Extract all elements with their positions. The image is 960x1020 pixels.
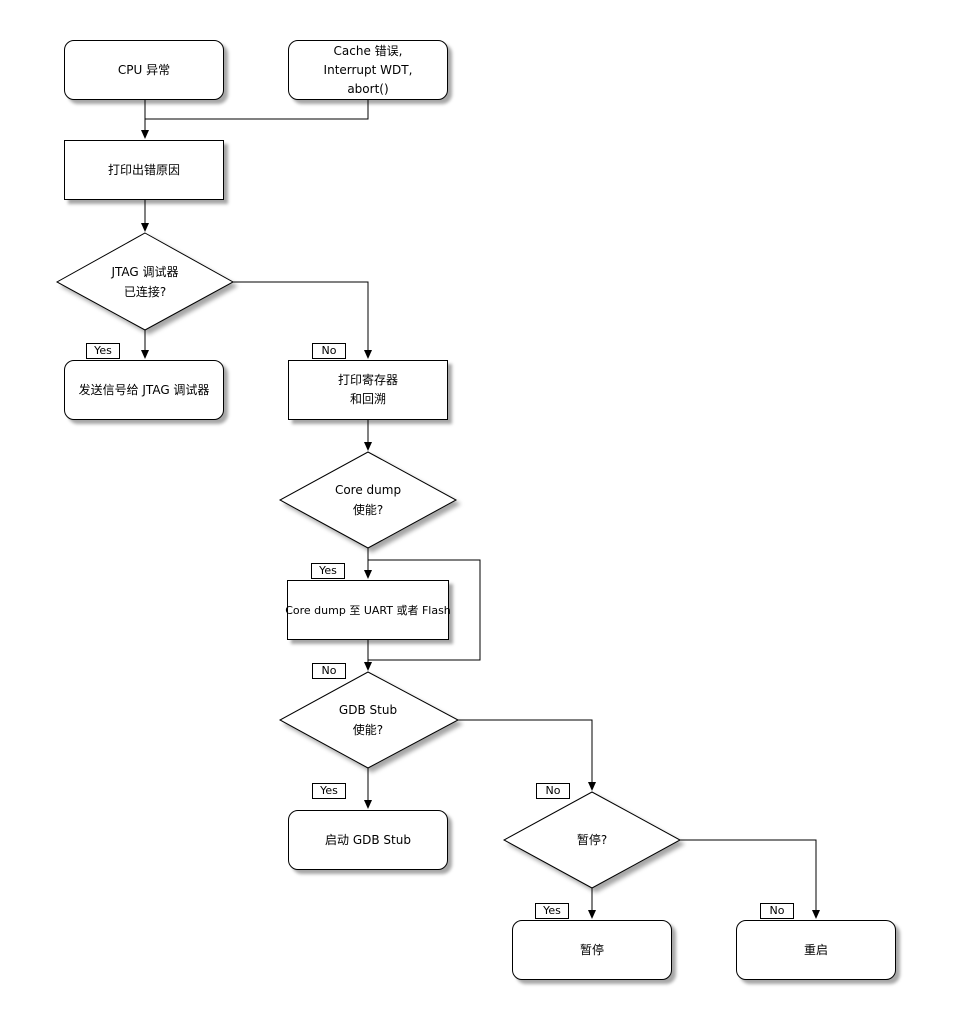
diamond-coredump-line1: Core dump xyxy=(334,483,402,497)
diamond-coredump-line2: 使能? xyxy=(352,503,384,517)
edge-label-halted-no: No xyxy=(760,903,794,919)
node-cache-error: Cache 错误, Interrupt WDT, abort() xyxy=(288,40,448,100)
node-halt: 暂停 xyxy=(512,920,672,980)
diamond-coredump-enabled xyxy=(278,451,458,549)
edge-coredump-no-bypass xyxy=(368,559,481,661)
diamond-halted-line1: 暂停? xyxy=(576,833,608,847)
diamond-gdbstub-enabled xyxy=(278,671,460,769)
edge-label-coredump-no: No xyxy=(312,663,346,679)
diamond-gdbstub-enabled-label: GDB Stub 使能? xyxy=(339,700,397,740)
edge-halted-no-to-reboot xyxy=(680,839,820,919)
diamond-jtag-connected-label: JTAG 调试器 已连接? xyxy=(111,262,178,302)
node-cache-error-line3: abort() xyxy=(347,81,389,96)
edge-jtag-no-to-print-registers xyxy=(233,281,372,359)
node-signal-jtag: 发送信号给 JTAG 调试器 xyxy=(64,360,224,420)
node-start-gdbstub: 启动 GDB Stub xyxy=(288,810,448,870)
node-coredump-out: Core dump 至 UART 或者 Flash xyxy=(285,580,451,640)
edge-label-gdbstub-no: No xyxy=(536,783,570,799)
diamond-halted-label: 暂停? xyxy=(577,830,607,850)
node-halt-label: 暂停 xyxy=(579,942,604,957)
edge-label-halted-yes: Yes xyxy=(535,903,569,919)
node-reboot: 重启 xyxy=(736,920,896,980)
diamond-halted xyxy=(502,791,682,889)
node-print-registers-line2: 和回溯 xyxy=(349,392,386,406)
edge-label-jtag-no: No xyxy=(312,343,346,359)
diamond-gdbstub-line2: 使能? xyxy=(352,723,384,737)
edge-cache-to-junction xyxy=(145,100,369,120)
edge-label-coredump-yes: Yes xyxy=(311,563,345,579)
edge-label-gdbstub-yes: Yes xyxy=(312,783,346,799)
node-print-registers: 打印寄存器 和回溯 xyxy=(288,360,448,420)
diamond-coredump-enabled-label: Core dump 使能? xyxy=(335,480,401,520)
node-cache-error-line1: Cache 错误, xyxy=(333,43,403,58)
node-start-gdbstub-label: 启动 GDB Stub xyxy=(325,832,411,847)
node-coredump-out-label: Core dump 至 UART 或者 Flash xyxy=(285,603,451,617)
node-reboot-label: 重启 xyxy=(803,942,828,957)
diamond-jtag-line1: JTAG 调试器 xyxy=(111,265,179,279)
edge-gdbstub-no-to-halted xyxy=(458,719,596,791)
node-cpu-exception-label: CPU 异常 xyxy=(117,62,171,77)
diamond-jtag-line2: 已连接? xyxy=(123,285,167,299)
node-cpu-exception: CPU 异常 xyxy=(64,40,224,100)
diamond-jtag-connected xyxy=(55,232,235,331)
edge-label-jtag-yes: Yes xyxy=(86,343,120,359)
node-cache-error-line2: Interrupt WDT, xyxy=(323,62,413,77)
node-signal-jtag-label: 发送信号给 JTAG 调试器 xyxy=(78,382,210,397)
node-print-registers-line1: 打印寄存器 xyxy=(337,373,398,387)
node-print-reason: 打印出错原因 xyxy=(64,140,224,200)
node-print-reason-label: 打印出错原因 xyxy=(107,162,180,177)
diamond-gdbstub-line1: GDB Stub xyxy=(338,703,398,717)
